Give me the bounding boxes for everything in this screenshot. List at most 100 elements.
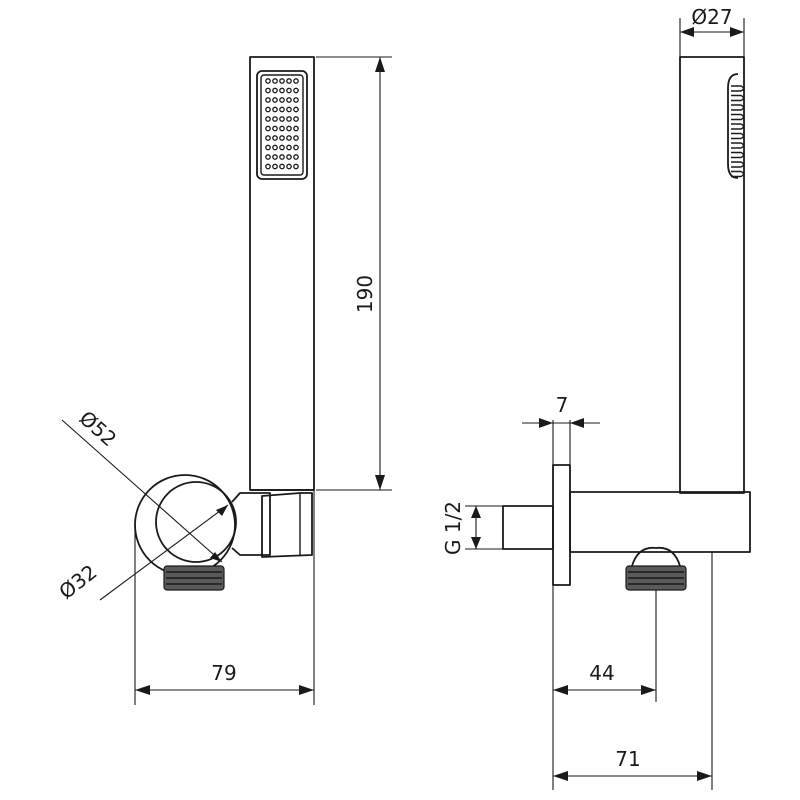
threaded-connection: [502, 505, 554, 550]
side-nozzle: [731, 161, 745, 168]
spray-nozzle: [265, 125, 271, 132]
hand-shower-side: [679, 56, 745, 494]
spray-nozzle: [286, 87, 292, 94]
arrow-79-left: [135, 685, 150, 695]
arrow-71-left: [553, 771, 568, 781]
arrow-7-left: [539, 418, 553, 428]
spray-nozzle: [272, 144, 278, 151]
side-nozzle: [731, 104, 745, 111]
spray-nozzle: [279, 116, 285, 122]
arrow-d27-left: [680, 27, 694, 37]
label-71: 71: [615, 747, 640, 771]
label-44: 44: [589, 661, 614, 685]
spray-nozzle: [286, 106, 292, 113]
arrow-d52: [210, 552, 222, 562]
spray-nozzle: [286, 144, 292, 151]
spray-nozzle: [279, 163, 285, 170]
spray-nozzle: [272, 78, 278, 84]
spray-nozzle: [286, 97, 292, 103]
side-nozzle: [731, 132, 745, 140]
bracket-inner-ring: [155, 481, 237, 563]
spray-nozzle: [286, 125, 292, 132]
bracket-arm: [231, 492, 271, 556]
spray-nozzle: [279, 154, 285, 160]
spray-nozzle: [265, 163, 271, 170]
side-nozzle: [731, 142, 745, 149]
side-nozzle: [731, 170, 745, 178]
spray-nozzle: [279, 78, 285, 84]
arrow-d27-right: [730, 27, 744, 37]
spray-nozzle: [279, 97, 285, 103]
spray-nozzle: [265, 154, 271, 160]
side-nozzle: [731, 85, 745, 92]
spray-nozzle: [293, 78, 299, 84]
spray-nozzle: [272, 87, 278, 94]
spray-nozzle: [293, 116, 299, 122]
arrow-44-left: [553, 685, 568, 695]
spray-nozzle: [286, 78, 292, 84]
leader-d52: [61, 419, 223, 563]
spray-nozzle: [272, 97, 278, 103]
arrow-g12-bottom: [471, 537, 481, 549]
side-view: Ø27 7 G 1/2 44 71: [441, 5, 751, 790]
spray-nozzle: [286, 116, 292, 122]
label-d27: Ø27: [691, 5, 732, 29]
label-d32: Ø32: [54, 560, 101, 604]
spray-nozzle: [265, 106, 271, 113]
outlet-dome: [631, 546, 681, 567]
arrow-71-right: [697, 771, 712, 781]
spray-nozzle: [279, 106, 285, 113]
spray-nozzle: [279, 135, 285, 141]
spray-nozzle: [279, 125, 285, 132]
arrow-190-bottom: [375, 475, 385, 490]
side-spray-nozzles: [731, 85, 745, 178]
arrow-44-right: [641, 685, 656, 695]
label-7: 7: [556, 393, 569, 417]
spray-face: [256, 70, 308, 180]
spray-nozzle: [272, 116, 278, 122]
front-view: Ø52 Ø32 190 79: [54, 56, 392, 705]
spray-nozzle: [272, 154, 278, 160]
label-79: 79: [211, 661, 236, 685]
label-d52: Ø52: [75, 406, 122, 451]
spray-nozzle: [265, 116, 271, 122]
spray-nozzle: [293, 125, 299, 132]
spray-nozzle: [293, 106, 299, 113]
spray-nozzle: [293, 154, 299, 160]
spray-nozzle: [286, 135, 292, 141]
spray-nozzle: [265, 87, 271, 94]
spray-nozzle: [286, 163, 292, 170]
holder-clip: [261, 492, 313, 558]
spray-face-inner: [260, 74, 304, 176]
spray-nozzle: [265, 97, 271, 103]
spray-nozzle: [286, 154, 292, 160]
spray-nozzles: [265, 78, 299, 170]
hand-shower-body: [249, 56, 315, 491]
arrow-g12-top: [471, 506, 481, 518]
spray-nozzle: [293, 97, 299, 103]
spray-nozzle: [272, 125, 278, 132]
arrow-190-top: [375, 57, 385, 72]
side-nozzle: [731, 123, 745, 130]
arrow-7-right: [570, 418, 584, 428]
spray-nozzle: [272, 163, 278, 170]
spray-nozzle: [293, 87, 299, 94]
leader-d32: [99, 504, 229, 601]
spray-nozzle: [293, 163, 299, 170]
spray-nozzle: [279, 87, 285, 94]
spray-nozzle: [293, 144, 299, 151]
arrow-79-right: [299, 685, 314, 695]
spray-nozzle: [265, 135, 271, 141]
label-g12: G 1/2: [441, 501, 465, 555]
spray-nozzle: [272, 106, 278, 113]
label-190: 190: [353, 275, 377, 313]
spray-nozzle: [279, 144, 285, 151]
side-nozzle: [731, 151, 745, 159]
side-nozzle: [731, 113, 745, 121]
arrow-d32: [216, 505, 228, 516]
holder-body-side: [569, 491, 751, 553]
spray-nozzle: [272, 135, 278, 141]
spray-nozzle: [265, 78, 271, 84]
spray-nozzle: [265, 144, 271, 151]
